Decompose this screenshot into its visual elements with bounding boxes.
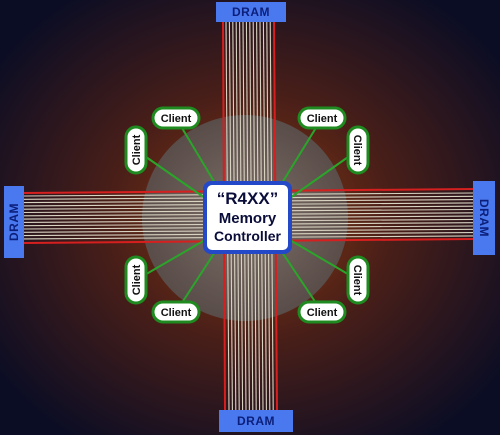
client-node: Client <box>297 300 347 324</box>
client-pill <box>124 255 148 305</box>
dram-left-block <box>4 186 24 258</box>
client-pill <box>346 255 370 305</box>
client-node: Client <box>124 125 148 175</box>
client-label: Client <box>131 134 143 165</box>
client-label: Client <box>161 113 192 125</box>
client-pill <box>124 125 148 175</box>
client-pill <box>151 106 201 130</box>
client-node: Client <box>151 300 201 324</box>
client-pill <box>346 125 370 175</box>
client-node: Client <box>151 106 201 130</box>
dram-right-block <box>473 181 495 255</box>
client-label: Client <box>351 135 363 166</box>
dram-bottom-block <box>219 410 293 432</box>
client-label: Client <box>307 113 338 125</box>
client-pill <box>151 300 201 324</box>
client-label: Client <box>351 265 363 296</box>
controller-face <box>207 185 288 250</box>
client-pill <box>297 106 347 130</box>
dram-top-block <box>216 2 286 22</box>
client-node: Client <box>297 106 347 130</box>
dram-left-label: DRAM <box>7 203 21 241</box>
client-node: Client <box>124 255 148 305</box>
dram-left: DRAM <box>4 186 24 258</box>
controller-line2: Memory <box>219 210 277 227</box>
dram-top-label: DRAM <box>232 5 270 19</box>
dram-right-label: DRAM <box>477 199 491 237</box>
dram-bottom: DRAM <box>219 410 293 432</box>
client-node: Client <box>346 125 370 175</box>
dram-bottom-label: DRAM <box>237 414 275 428</box>
client-pill <box>297 300 347 324</box>
client-group: ClientClientClientClientClientClientClie… <box>124 106 370 324</box>
dram-right: DRAM <box>473 181 495 255</box>
client-label: Client <box>307 307 338 319</box>
client-label: Client <box>131 264 143 295</box>
memory-controller: “R4XX” Memory Controller <box>203 181 292 254</box>
controller-line3: Controller <box>214 228 281 244</box>
dram-top: DRAM <box>216 2 286 22</box>
client-label: Client <box>161 307 192 319</box>
client-node: Client <box>346 255 370 305</box>
controller-line1: “R4XX” <box>217 189 278 208</box>
